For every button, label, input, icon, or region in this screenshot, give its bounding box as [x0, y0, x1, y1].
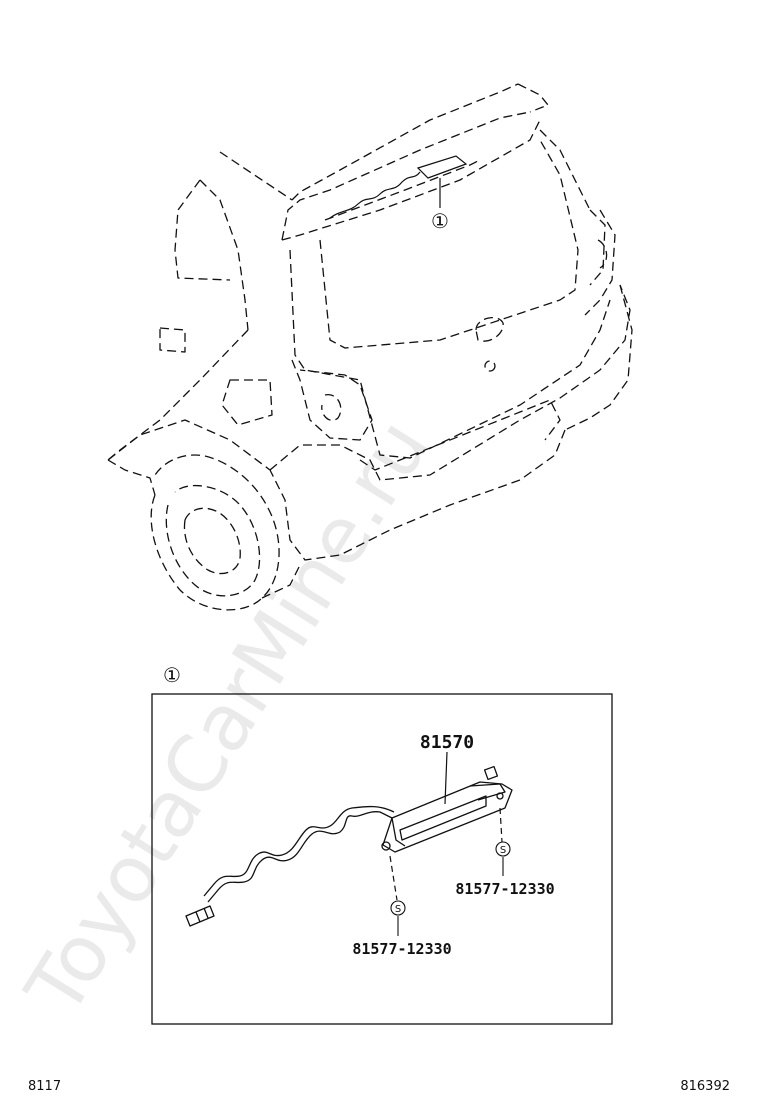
footer-left-code: 8117	[28, 1079, 61, 1094]
callout-marker-car: ①	[431, 209, 449, 233]
part-number-screw-bottom: 81577-12330	[352, 940, 451, 958]
part-number-screw-right: 81577-12330	[455, 880, 554, 898]
screw-right-symbol: S	[500, 845, 506, 856]
footer-right-code: 816392	[680, 1079, 730, 1094]
screw-bottom-symbol: S	[395, 904, 401, 915]
screw-right-dash	[499, 807, 503, 843]
screw-bottom-dash	[389, 855, 398, 901]
leader-main-part	[444, 751, 448, 805]
high-mount-stop-lamp-drawing	[185, 765, 513, 927]
watermark-text: ToyotaCarMine.ru	[9, 405, 447, 1031]
part-number-81570: 81570	[420, 732, 474, 753]
screw-right-icon	[495, 841, 511, 857]
car-rear-illustration	[107, 83, 633, 611]
lamp-harness-on-car	[329, 155, 468, 219]
detail-callout-marker: ①	[163, 663, 181, 687]
screw-bottom-icon	[390, 900, 406, 916]
detail-frame	[151, 693, 613, 1025]
